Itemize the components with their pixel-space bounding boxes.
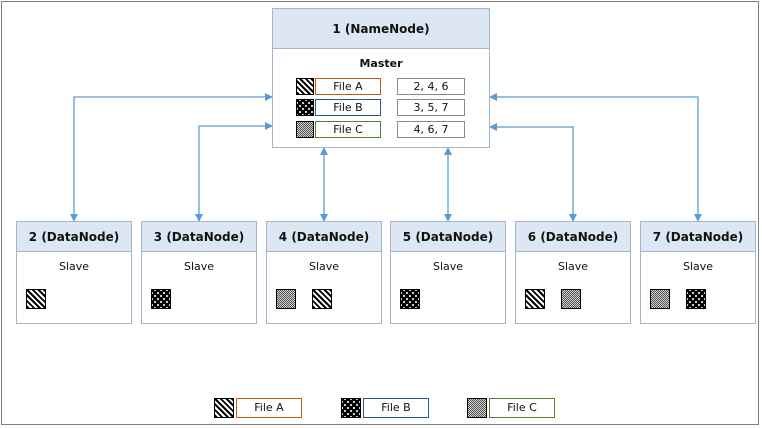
connector-datanode-6 <box>489 123 577 222</box>
block-icon <box>525 289 545 309</box>
datanode-role: Slave <box>308 260 340 273</box>
namenode-file-label: File B <box>315 99 381 116</box>
file-pattern-icon <box>296 121 314 138</box>
datanode-box: 2 (DataNode) Slave <box>16 221 132 324</box>
connector-datanode-7 <box>489 93 702 222</box>
file-pattern-icon <box>296 99 314 116</box>
datanode-box: 7 (DataNode) Slave <box>640 221 756 324</box>
datanode-role: Slave <box>432 260 464 273</box>
datanode-title: 7 (DataNode) <box>641 222 755 252</box>
datanode-box: 6 (DataNode) Slave <box>515 221 631 324</box>
namenode-file-label: File A <box>315 78 381 95</box>
block-icon <box>312 289 332 309</box>
block-icon <box>151 289 171 309</box>
namenode-box: 1 (NameNode) Master File A 2, 4, 6 File B 3… <box>272 8 490 148</box>
block-icon <box>276 289 296 309</box>
connector-datanode-3 <box>195 122 273 222</box>
legend-pattern-icon <box>214 398 234 418</box>
datanode-title: 3 (DataNode) <box>142 222 256 252</box>
block-icon <box>561 289 581 309</box>
namenode-title: 1 (NameNode) <box>273 9 489 49</box>
namenode-block-list: 4, 6, 7 <box>397 121 465 138</box>
block-icon <box>686 289 706 309</box>
datanode-role: Slave <box>58 260 90 273</box>
legend-pattern-icon <box>341 398 361 418</box>
connector-group <box>70 82 702 222</box>
namenode-role: Master <box>359 57 403 70</box>
namenode-file-label: File C <box>315 121 381 138</box>
datanode-role: Slave <box>557 260 589 273</box>
block-icon <box>650 289 670 309</box>
namenode-block-list: 2, 4, 6 <box>397 78 465 95</box>
datanode-role: Slave <box>183 260 215 273</box>
datanode-title: 5 (DataNode) <box>391 222 505 252</box>
datanode-box: 5 (DataNode) Slave <box>390 221 506 324</box>
legend-label: File B <box>363 398 429 418</box>
datanode-title: 6 (DataNode) <box>516 222 630 252</box>
datanode-role: Slave <box>682 260 714 273</box>
legend-label: File C <box>489 398 555 418</box>
datanode-box: 3 (DataNode) Slave <box>141 221 257 324</box>
block-icon <box>26 289 46 309</box>
namenode-block-list: 3, 5, 7 <box>397 99 465 116</box>
datanode-title: 4 (DataNode) <box>267 222 381 252</box>
block-icon <box>400 289 420 309</box>
legend-label: File A <box>236 398 302 418</box>
datanode-box: 4 (DataNode) Slave <box>266 221 382 324</box>
legend-pattern-icon <box>467 398 487 418</box>
file-pattern-icon <box>296 78 314 95</box>
datanode-title: 2 (DataNode) <box>17 222 131 252</box>
connector-datanode-2 <box>70 93 273 222</box>
